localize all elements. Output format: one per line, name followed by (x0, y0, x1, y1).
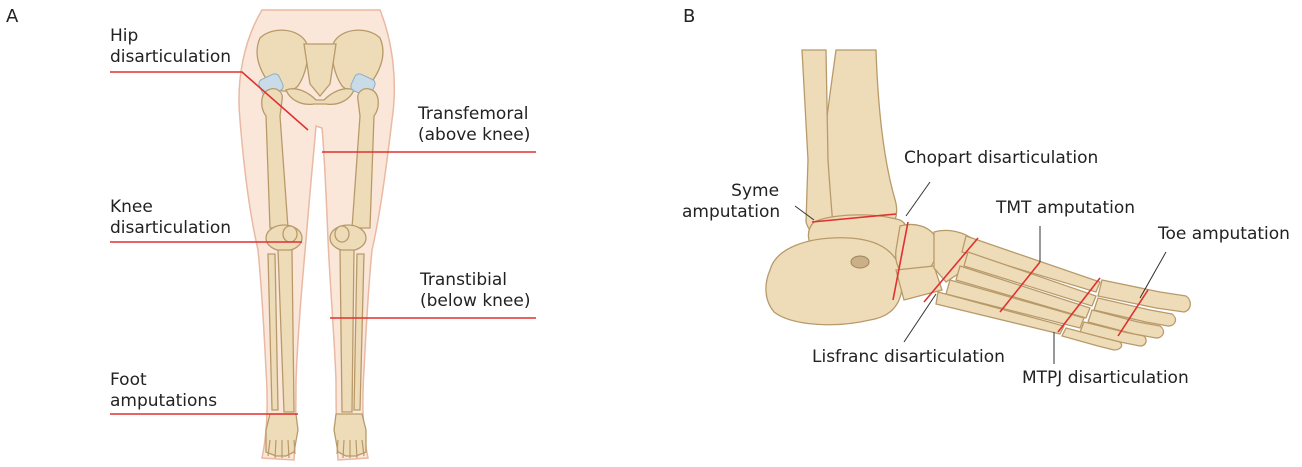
navicular (895, 223, 938, 277)
panel-a-letter: A (6, 6, 19, 27)
mtpj-disarticulation-line (1057, 277, 1101, 333)
label-toe-amputation: Toe amputation (1158, 224, 1290, 244)
label-lisfranc-disarticulation: Lisfranc disarticulation (812, 347, 1005, 367)
left-foot-bones (265, 413, 299, 457)
left-toe-bones (267, 439, 296, 459)
syme-leader (794, 205, 815, 221)
panel-b-letter: B (683, 6, 696, 27)
label-transtibial: Transtibial (below knee) (420, 270, 531, 311)
pelvis (256, 29, 384, 106)
label-knee-disarticulation: Knee disarticulation (110, 197, 231, 238)
label-transfemoral: Transfemoral (above knee) (418, 104, 531, 145)
toe-leader (1139, 251, 1167, 299)
toe-amputation-line (1117, 289, 1149, 337)
label-tmt-amputation: TMT amputation (996, 198, 1136, 218)
label-hip-disarticulation: Hip disarticulation (110, 26, 231, 67)
lisfranc-leader (903, 293, 937, 343)
metatarsals (935, 235, 1101, 335)
right-tibia (339, 249, 355, 413)
label-mtpj-disarticulation: MTPJ disarticulation (1022, 368, 1189, 388)
label-chopart-disarticulation: Chopart disarticulation (904, 148, 1099, 168)
label-foot-amputations: Foot amputations (110, 370, 218, 411)
panel-b-illustration (765, 49, 1191, 351)
cuboid (895, 265, 943, 301)
panel-b-cut-lines (811, 213, 1149, 337)
left-tibia (277, 249, 295, 413)
panel-a-cut-lines (110, 71, 536, 415)
label-syme-amputation: Syme amputation (682, 181, 781, 222)
lisfranc-disarticulation-line (923, 237, 979, 303)
panel-b-leader-lines (794, 181, 1167, 364)
right-fibula (353, 253, 365, 411)
chopart-leader (905, 181, 931, 217)
sacrum (303, 43, 337, 98)
left-patella (282, 225, 298, 243)
right-ilium (331, 29, 384, 92)
right-patella (334, 225, 350, 243)
chopart-disarticulation-line (892, 221, 909, 301)
panel-a-illustration (238, 9, 396, 461)
right-toe-bones (336, 439, 365, 459)
hip-disarticulation-line (110, 71, 309, 131)
left-fibula (267, 253, 279, 411)
calcaneus (765, 237, 903, 326)
syme-amputation-line (811, 213, 897, 223)
sinus-tarsi (850, 255, 870, 269)
tmt-amputation-line (999, 261, 1041, 313)
right-foot-bones (333, 413, 367, 457)
